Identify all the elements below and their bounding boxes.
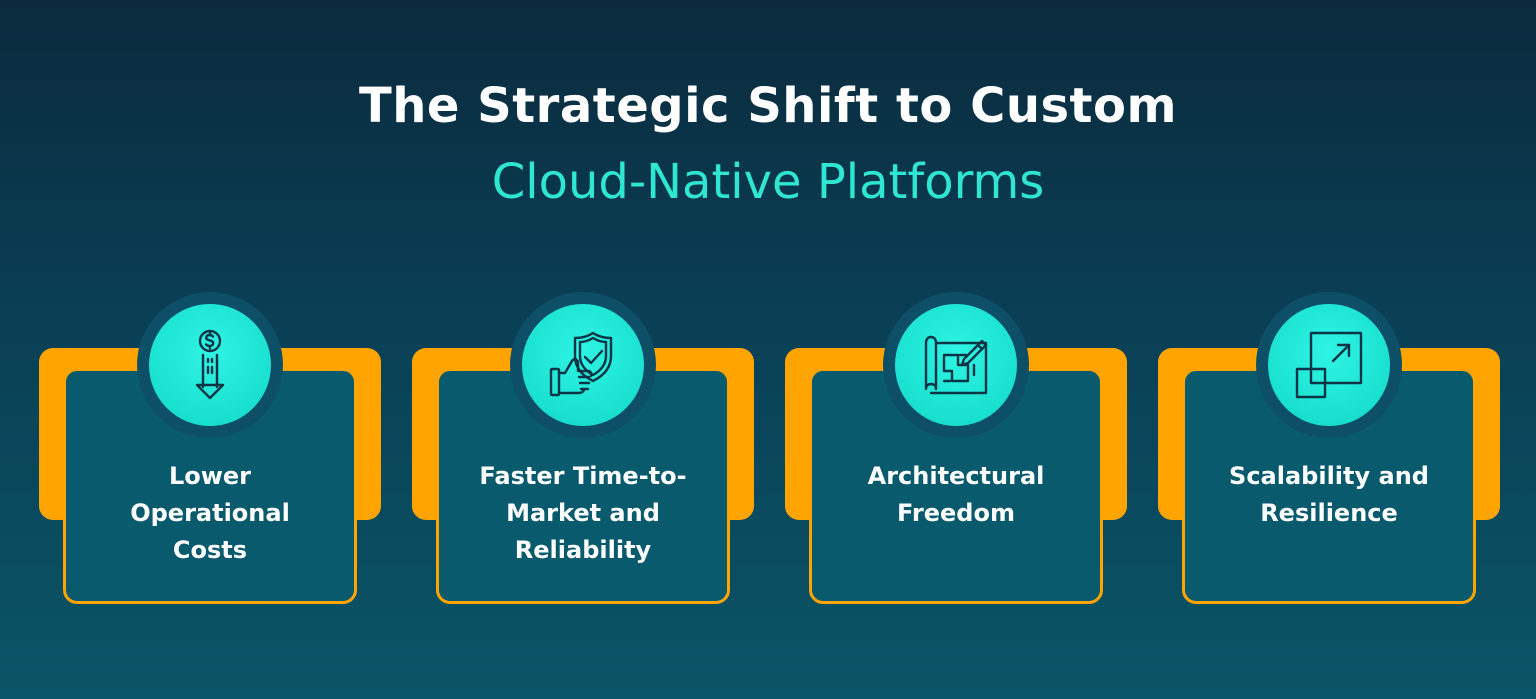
feature-card-architectural-freedom: Architectural Freedom <box>785 292 1127 606</box>
page-title: The Strategic Shift to Custom <box>358 78 1177 134</box>
thumbs-up-shield-icon <box>549 331 613 397</box>
feature-card-operational-costs: Lower Operational Costs <box>39 292 381 606</box>
feature-card-scalability: Scalability and Resilience <box>1158 292 1500 606</box>
scale-squares-icon <box>1295 331 1363 399</box>
page-subtitle: Cloud-Native Platforms <box>491 154 1045 210</box>
icon-badge <box>1256 292 1402 438</box>
blueprint-pencil-icon <box>924 335 988 395</box>
card-label: Scalability and Resilience <box>1229 462 1429 527</box>
card-label: Lower Operational Costs <box>130 462 290 564</box>
title-block: The Strategic Shift to Custom Cloud-Nati… <box>0 68 1536 220</box>
icon-badge <box>510 292 656 438</box>
feature-card-time-to-market: Faster Time-to- Market and Reliability <box>412 292 754 606</box>
dollar-down-arrow-icon <box>195 329 225 400</box>
icon-badge <box>137 292 283 438</box>
card-label: Faster Time-to- Market and Reliability <box>479 462 687 564</box>
icon-badge <box>883 292 1029 438</box>
card-label: Architectural Freedom <box>867 462 1045 527</box>
